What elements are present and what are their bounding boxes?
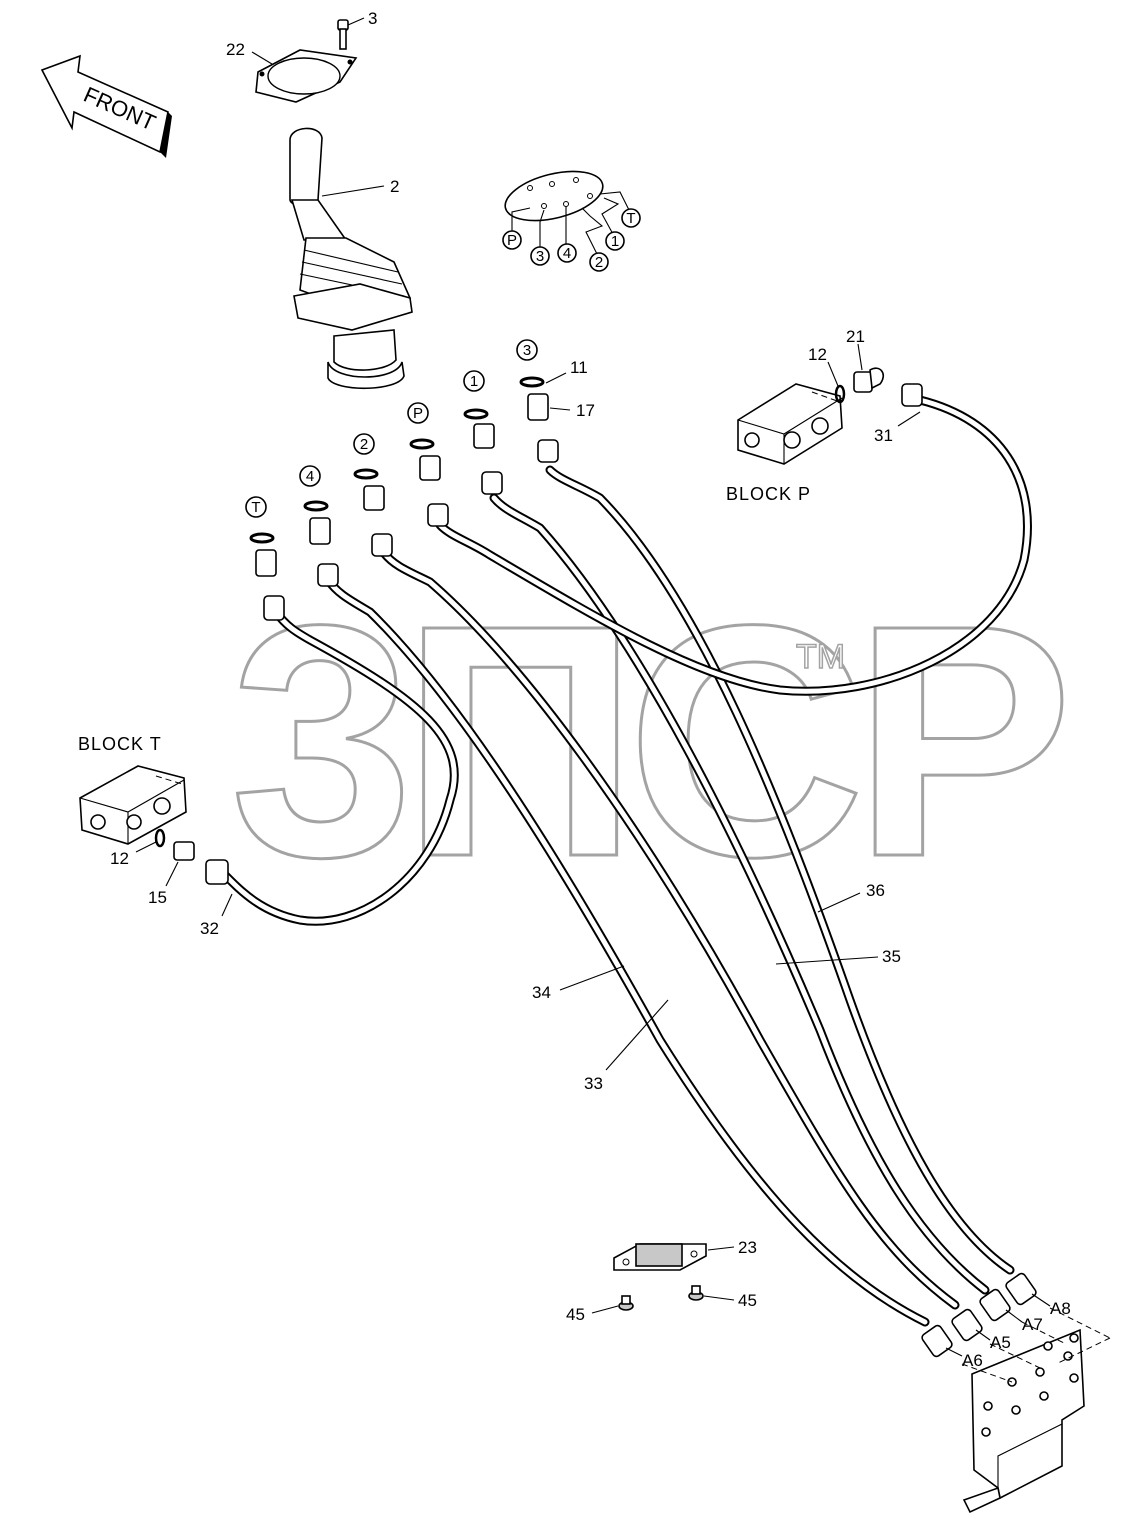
label-a8: A8	[1050, 1299, 1071, 1318]
label-part-21: 21	[846, 327, 865, 346]
bolt-part-45-left	[591, 1295, 634, 1314]
label-part-36: 36	[866, 881, 885, 900]
elbow-part-21	[827, 343, 923, 427]
hoses	[217, 395, 1032, 1327]
label-part-15: 15	[148, 888, 167, 907]
port-map-labels: P 3 4 2 1 T	[502, 208, 641, 272]
block-t	[79, 765, 187, 845]
bolt-part-3	[337, 17, 365, 50]
label-part-3: 3	[368, 9, 377, 28]
port-marker-3: 3	[523, 342, 531, 359]
bracket	[961, 1307, 1111, 1514]
label-part-34: 34	[532, 983, 551, 1002]
port-label-2: 2	[595, 254, 603, 271]
label-part-23: 23	[738, 1238, 757, 1257]
label-part-35: 35	[882, 947, 901, 966]
front-arrow-icon: FRONT	[40, 54, 172, 158]
label-part-32: 32	[200, 919, 219, 938]
watermark-text: 3ПСР	[230, 556, 1064, 925]
fitting-part-15	[135, 828, 233, 917]
block-t-label: BLOCK T	[78, 734, 162, 754]
label-a5: A5	[990, 1333, 1011, 1352]
label-part-31: 31	[874, 426, 893, 445]
port-label-t: T	[626, 210, 635, 227]
port-marker-1: 1	[470, 373, 478, 390]
label-part-11: 11	[570, 358, 588, 377]
clamp-part-23	[613, 1243, 735, 1271]
fitting-column-t	[249, 532, 285, 621]
label-part-12a: 12	[808, 345, 827, 364]
label-part-33: 33	[584, 1074, 603, 1093]
fitting-column-p	[409, 438, 449, 527]
fitting-column-3	[519, 372, 571, 463]
watermark: 3ПСР TM	[229, 555, 1078, 927]
bolt-part-45-right	[688, 1285, 735, 1301]
port-label-3: 3	[536, 248, 544, 265]
label-part-17: 17	[576, 401, 595, 420]
watermark-tm: TM	[796, 638, 845, 676]
hose-leaders	[559, 892, 879, 1071]
label-part-45a: 45	[566, 1305, 585, 1324]
label-part-2: 2	[390, 177, 399, 196]
port-marker-t: T	[251, 499, 260, 516]
block-p-label: BLOCK P	[726, 484, 811, 504]
fitting-column-4	[303, 500, 339, 587]
label-part-45b: 45	[738, 1291, 757, 1310]
joystick-part-2	[289, 127, 413, 390]
gasket-part-22	[251, 49, 358, 103]
port-label-1: 1	[611, 233, 619, 250]
label-a7: A7	[1022, 1315, 1043, 1334]
port-label-4: 4	[563, 245, 571, 262]
port-marker-p: P	[413, 405, 423, 422]
port-label-p: P	[507, 232, 517, 249]
block-p	[737, 383, 843, 465]
lower-fittings	[921, 1272, 1051, 1358]
label-part-22: 22	[226, 40, 245, 59]
fitting-column-2	[353, 468, 393, 557]
port-map	[504, 170, 631, 257]
fitting-column-1	[463, 408, 503, 495]
port-markers: T 4 2 P 1 3	[245, 339, 538, 518]
port-marker-4: 4	[306, 468, 314, 485]
label-part-12b: 12	[110, 849, 129, 868]
label-a6: A6	[962, 1351, 983, 1370]
port-marker-2: 2	[360, 436, 368, 453]
